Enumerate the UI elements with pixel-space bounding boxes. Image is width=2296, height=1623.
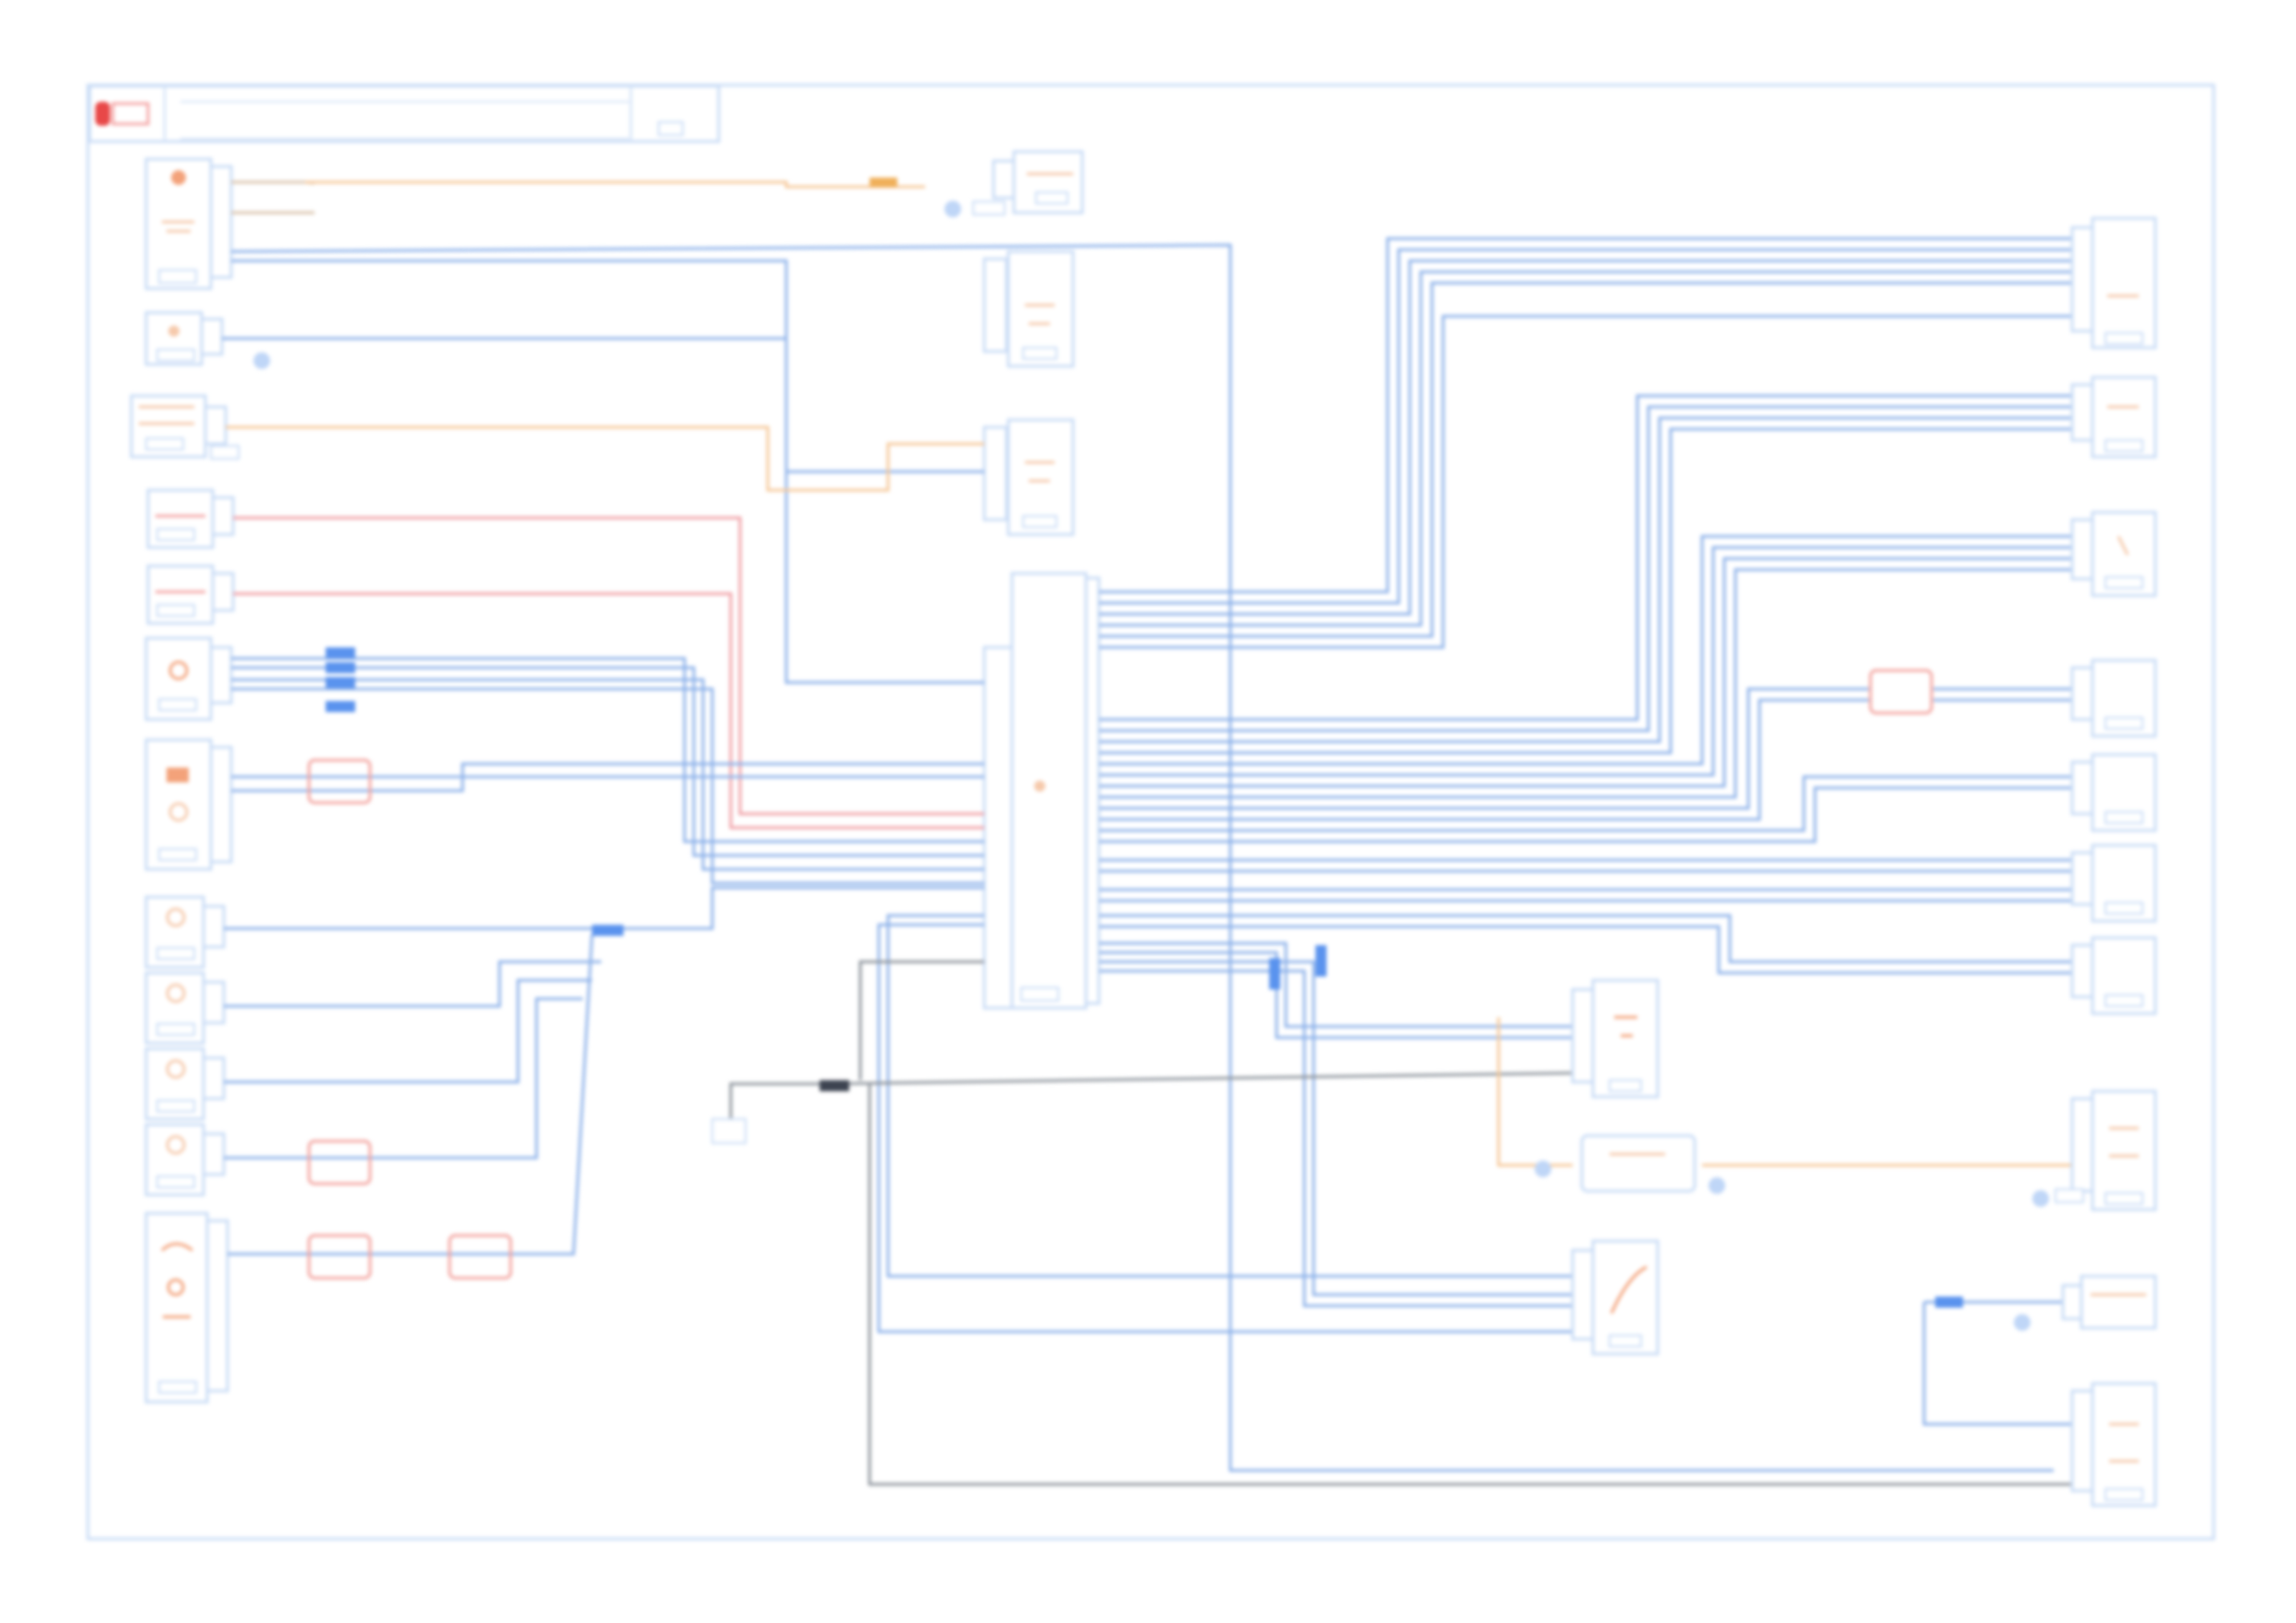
right-component-1 xyxy=(2070,216,2157,350)
diagram-frame xyxy=(86,83,2216,1541)
right-component-5 xyxy=(2070,753,2157,832)
left-component-9 xyxy=(144,971,226,1045)
left-component-8 xyxy=(144,895,226,969)
right-component-10 xyxy=(2070,1382,2157,1507)
right-component-2 xyxy=(2070,375,2157,459)
left-component-11 xyxy=(144,1123,226,1197)
right-component-3 xyxy=(2070,510,2157,597)
wire-harness xyxy=(222,180,2072,1486)
left-component-5 xyxy=(146,564,235,625)
sensor-icon xyxy=(139,405,194,425)
central-control-module xyxy=(982,572,1101,1010)
speaker-icon xyxy=(160,1242,193,1252)
control-module-icon xyxy=(1034,781,1045,792)
right-component-7 xyxy=(2070,936,2157,1015)
left-component-6 xyxy=(144,636,233,721)
right-component-8 xyxy=(2032,1089,2157,1211)
right-component-6 xyxy=(2070,843,2157,923)
lamp-icon xyxy=(171,170,186,185)
left-component-3 xyxy=(130,394,240,460)
mid-right-components xyxy=(1535,978,1725,1356)
switch-icon xyxy=(168,326,179,337)
left-component-7 xyxy=(144,738,233,871)
left-component-4 xyxy=(146,488,235,549)
left-component-10 xyxy=(144,1047,226,1121)
left-component-column xyxy=(130,157,270,1404)
left-component-1 xyxy=(144,157,233,290)
right-component-4 xyxy=(2070,658,2157,738)
inline-connectors xyxy=(307,669,1933,1280)
left-component-12 xyxy=(144,1211,229,1404)
connector-blocks xyxy=(326,178,1963,1308)
left-component-2 xyxy=(144,311,270,369)
right-component-column xyxy=(2014,216,2157,1507)
title-block xyxy=(88,84,721,143)
warning-icon xyxy=(95,102,110,126)
right-component-9 xyxy=(2014,1274,2157,1331)
top-center-components xyxy=(944,150,1084,536)
ground-icon xyxy=(711,1110,747,1144)
motor-icon xyxy=(167,768,189,782)
